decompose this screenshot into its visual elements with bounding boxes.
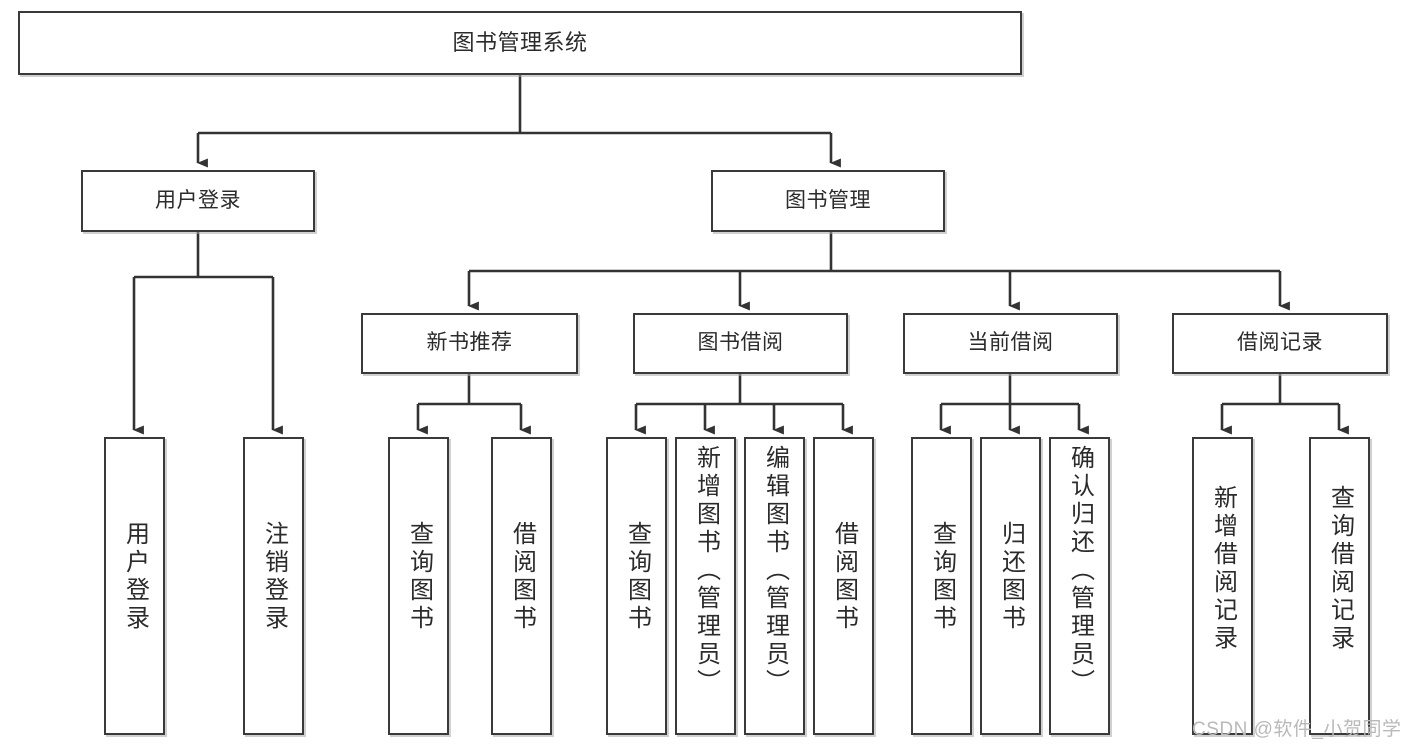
csdn-watermark: CSDN @软件_小贺同学 (1192, 719, 1402, 740)
leaf-query-borrow-record[interactable]: 查询借阅记录 (1309, 437, 1370, 735)
leaf-add-borrow-record-label: 新增借阅记录 (1209, 485, 1237, 653)
leaf-user-login[interactable]: 用户登录 (104, 437, 165, 735)
node-book-borrow[interactable]: 图书借阅 (633, 313, 848, 374)
node-current-borrow-label: 当前借阅 (967, 331, 1054, 355)
leaf-borrow-book-2-label: 借阅图书 (830, 521, 858, 633)
leaf-borrow-book-1[interactable]: 借阅图书 (491, 437, 552, 735)
leaf-logout-login[interactable]: 注销登录 (243, 437, 304, 735)
leaf-logout-login-label: 注销登录 (260, 521, 288, 633)
leaf-add-borrow-record[interactable]: 新增借阅记录 (1192, 437, 1253, 735)
leaf-return-book[interactable]: 归还图书 (980, 437, 1041, 735)
leaf-edit-book[interactable]: 编辑图书（管理员） (744, 437, 805, 735)
leaf-borrow-book-2[interactable]: 借阅图书 (813, 437, 874, 735)
leaf-edit-book-label: 编辑图书（管理员） (761, 445, 789, 697)
leaf-query-book-1[interactable]: 查询图书 (388, 437, 449, 735)
leaf-confirm-return-label: 确认归还（管理员） (1066, 445, 1094, 697)
node-borrow-record[interactable]: 借阅记录 (1172, 313, 1388, 374)
node-current-borrow[interactable]: 当前借阅 (903, 313, 1118, 374)
leaf-query-book-2-label: 查询图书 (623, 521, 651, 633)
node-borrow-record-label: 借阅记录 (1237, 331, 1323, 355)
leaf-add-book[interactable]: 新增图书（管理员） (675, 437, 736, 735)
leaf-user-login-label: 用户登录 (121, 521, 149, 633)
node-book-manage[interactable]: 图书管理 (711, 170, 945, 232)
node-root[interactable]: 图书管理系统 (18, 11, 1022, 75)
node-new-book-recommend[interactable]: 新书推荐 (361, 313, 578, 374)
leaf-query-borrow-record-label: 查询借阅记录 (1326, 485, 1354, 653)
node-user-login[interactable]: 用户登录 (81, 170, 315, 232)
leaf-query-book-3-label: 查询图书 (928, 521, 956, 633)
node-new-book-recommend-label: 新书推荐 (426, 331, 513, 355)
node-book-manage-label: 图书管理 (785, 188, 871, 212)
leaf-return-book-label: 归还图书 (997, 521, 1025, 633)
leaf-confirm-return[interactable]: 确认归还（管理员） (1049, 437, 1110, 735)
leaf-query-book-2[interactable]: 查询图书 (606, 437, 667, 735)
node-root-label: 图书管理系统 (452, 30, 588, 56)
leaf-add-book-label: 新增图书（管理员） (692, 445, 720, 697)
node-user-login-label: 用户登录 (155, 188, 241, 212)
node-book-borrow-label: 图书借阅 (697, 331, 784, 355)
leaf-borrow-book-1-label: 借阅图书 (508, 521, 536, 633)
leaf-query-book-3[interactable]: 查询图书 (911, 437, 972, 735)
leaf-query-book-1-label: 查询图书 (405, 521, 433, 633)
